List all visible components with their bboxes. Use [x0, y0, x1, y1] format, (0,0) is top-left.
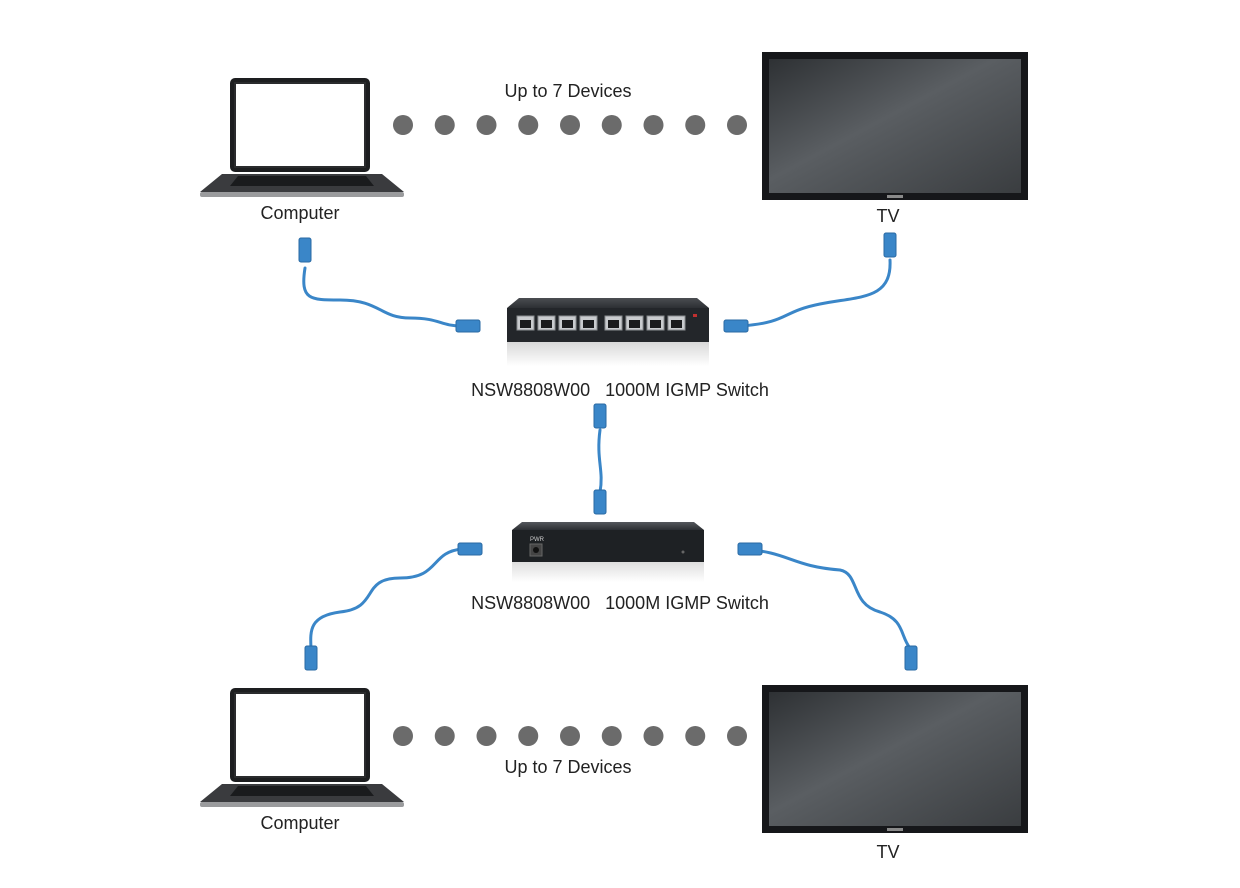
device-dot [476, 115, 497, 135]
ethernet-port-socket [650, 320, 661, 328]
power-port-text: PWR [530, 537, 545, 543]
bottom-tv-label: TV [876, 842, 900, 862]
cable-top-switch-to-bottom-switch [597, 428, 603, 494]
ethernet-plug-icon [737, 542, 763, 556]
top-computer-label: Computer [260, 203, 340, 223]
device-dot [685, 726, 706, 746]
device-dot [434, 115, 455, 135]
device-dot [727, 726, 747, 746]
ethernet-plug-icon [723, 319, 749, 333]
ethernet-port-socket [608, 320, 619, 328]
device-dot [727, 115, 747, 135]
device-dot [643, 115, 664, 135]
ethernet-port-socket [629, 320, 640, 328]
switch-icon [507, 298, 709, 366]
ethernet-port-socket [541, 320, 552, 328]
device-dot [643, 726, 664, 746]
top-switch-label: NSW8808W00 1000M IGMP Switch [471, 380, 769, 400]
ethernet-plug-icon [457, 542, 483, 556]
cable-tv-to-top-switch [740, 258, 892, 328]
ethernet-port-socket [671, 320, 682, 328]
device-dot [685, 115, 706, 135]
ethernet-port-socket [520, 320, 531, 328]
device-dot [601, 115, 622, 135]
laptop-icon [200, 688, 404, 807]
device-dot [560, 115, 580, 135]
cable-bottom-switch-to-tv [740, 547, 912, 650]
device-dot [518, 726, 539, 746]
device-dot [518, 115, 539, 135]
ethernet-port-socket [583, 320, 594, 328]
device-dot [476, 726, 497, 746]
ethernet-plug-icon [883, 232, 897, 258]
top-link-label: Up to 7 Devices [504, 81, 632, 101]
tv-icon [762, 52, 1028, 200]
bottom-link-label: Up to 7 Devices [504, 757, 632, 777]
tv-icon [762, 685, 1028, 833]
ethernet-plug-icon [593, 403, 607, 429]
device-dot [393, 726, 413, 746]
bottom-switch-label: NSW8808W00 1000M IGMP Switch [471, 593, 769, 613]
ethernet-port-socket [562, 320, 573, 328]
device-dot [393, 115, 413, 135]
bottom-computer-label: Computer [260, 813, 340, 833]
device-dot [434, 726, 455, 746]
ethernet-plug-icon [304, 645, 318, 671]
cable-bottom-switch-to-computer [309, 547, 464, 650]
ethernet-plug-icon [298, 237, 312, 263]
top-tv-label: TV [876, 206, 900, 226]
cable-computer-to-top-switch [302, 266, 464, 328]
device-dot [601, 726, 622, 746]
laptop-icon [200, 78, 404, 197]
ethernet-plug-icon [904, 645, 918, 671]
ethernet-plug-icon [593, 489, 607, 515]
ethernet-plug-icon [455, 319, 481, 333]
switch-icon: PWR [512, 522, 704, 582]
device-dot [560, 726, 580, 746]
